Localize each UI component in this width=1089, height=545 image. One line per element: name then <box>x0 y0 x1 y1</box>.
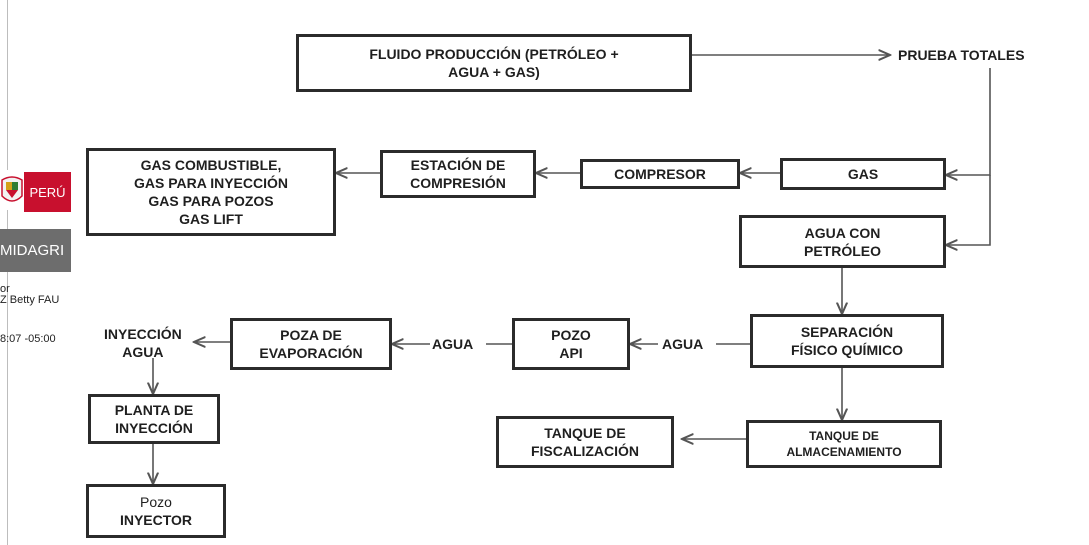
arrow-prueba-to-agua <box>946 175 991 245</box>
edge-label-agua-right: AGUA <box>662 336 704 352</box>
node-separacion-fisico-quimico: SEPARACIÓN FÍSICO QUÍMICO <box>750 314 944 368</box>
node-inyeccion-agua: INYECCIÓN AGUA <box>104 326 182 360</box>
page-left-border <box>7 0 8 545</box>
signature-line-2: Z Betty FAU <box>0 294 60 306</box>
node-tanque-fiscalizacion: TANQUE DE FISCALIZACIÓN <box>496 416 674 468</box>
coat-of-arms-icon <box>0 170 24 210</box>
signature-line-1: or <box>0 283 10 295</box>
signature-time: 8:07 -05:00 <box>0 333 56 345</box>
ministry-label: MIDAGRI <box>0 229 71 272</box>
node-tanque-almacenamiento: TANQUE DE ALMACENAMIENTO <box>746 420 942 468</box>
node-agua-con-petroleo: AGUA CON PETRÓLEO <box>739 215 946 268</box>
country-badge: PERÚ <box>24 172 71 212</box>
node-gas: GAS <box>780 158 946 190</box>
edge-label-agua-left: AGUA <box>432 336 474 352</box>
node-poza-evaporacion: POZA DE EVAPORACIÓN <box>230 318 392 370</box>
node-compresor: COMPRESOR <box>580 159 740 189</box>
node-planta-inyeccion: PLANTA DE INYECCIÓN <box>88 394 220 444</box>
node-prueba-totales: PRUEBA TOTALES <box>898 47 1025 63</box>
node-fluido-produccion: FLUIDO PRODUCCIÓN (PETRÓLEO + AGUA + GAS… <box>296 34 692 92</box>
arrow-prueba-to-gas <box>946 68 991 175</box>
node-pozo-api: POZO API <box>512 318 630 370</box>
node-gas-combustible: GAS COMBUSTIBLE, GAS PARA INYECCIÓN GAS … <box>86 148 336 236</box>
node-estacion-compresion: ESTACIÓN DE COMPRESIÓN <box>380 150 536 198</box>
node-pozo-inyector: Pozo INYECTOR <box>86 484 226 538</box>
